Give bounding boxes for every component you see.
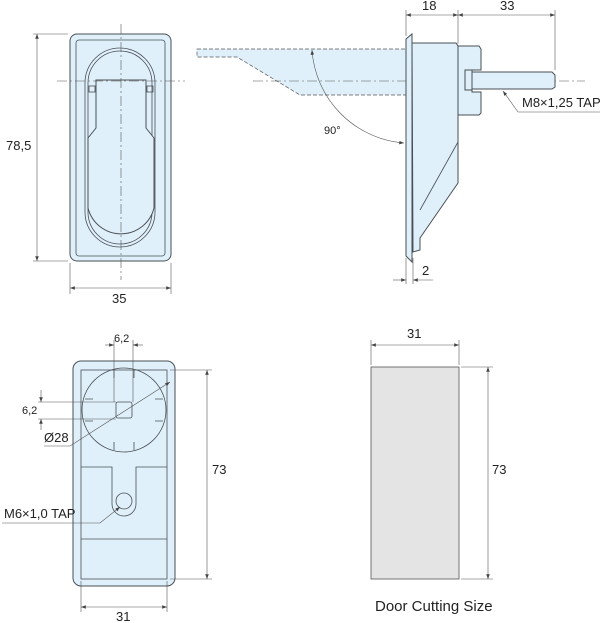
cutout-height-label: 73 [492,462,506,477]
width-dimension: 35 [69,263,172,306]
front-view: 78,5 35 [6,24,185,306]
rear-view: 6,2 6,2 Ø28 M6×1,0 TAP 73 31 [2,333,226,623]
thread-label: M8×1,25 TAP [522,95,600,110]
door-cutout [370,366,460,580]
diameter-label: Ø28 [44,430,69,445]
square-height-label: 6,2 [22,405,37,417]
front-height-label: 78,5 [6,138,31,153]
door-cutting-view: 31 73 Door Cutting Size [370,326,506,615]
flange-label: 2 [422,263,429,278]
height-dimension: 78,5 [6,33,68,262]
stud-length-label: 33 [500,0,514,13]
lever-open-position [196,48,409,96]
cutout-width-label: 31 [407,326,421,341]
depth-label: 18 [422,0,436,13]
front-width-label: 35 [112,291,126,306]
angle-label: 90° [324,125,341,137]
rear-height-label: 73 [212,462,226,477]
tap-label: M6×1,0 TAP [4,506,75,521]
side-view: 90° 18 33 M8×1,25 TAP 2 [196,0,600,284]
rear-width-label: 31 [116,609,130,623]
door-cutting-caption: Door Cutting Size [375,598,493,615]
square-width-label: 6,2 [114,333,129,345]
